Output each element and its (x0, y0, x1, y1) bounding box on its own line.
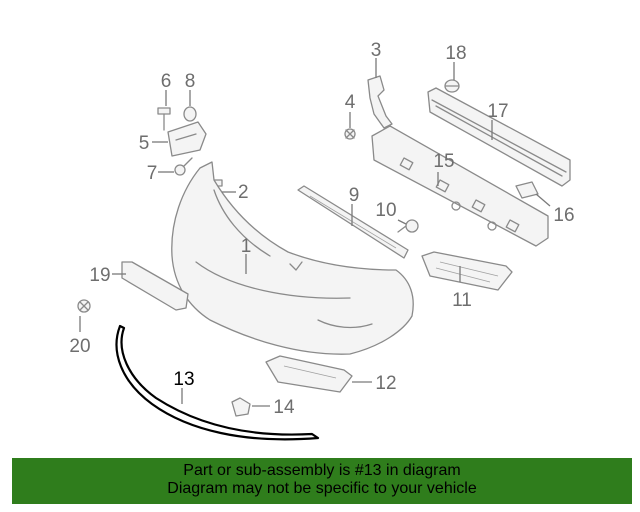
callout-15: 15 (433, 151, 454, 172)
part-3-side-bracket (367, 75, 393, 129)
callout-14: 14 (273, 397, 295, 418)
part-13-lower-spoiler (115, 324, 320, 441)
part-14-clip (231, 397, 251, 417)
callout-18: 18 (445, 43, 466, 64)
callout-8: 8 (185, 71, 196, 92)
part-15-energy-absorber (371, 125, 549, 247)
banner-line-2: Diagram may not be specific to your vehi… (167, 480, 477, 497)
callout-10: 10 (375, 200, 396, 221)
leader-16 (535, 193, 551, 207)
part-10-bolt (397, 219, 419, 233)
part-6-screw (157, 107, 171, 131)
leader-10 (397, 219, 407, 225)
callout-9: 9 (349, 185, 360, 206)
part-18-clip (444, 79, 460, 93)
callout-11: 11 (452, 290, 472, 311)
part-16-bracket (515, 181, 539, 199)
callout-2: 2 (238, 182, 249, 203)
part-11-grille-insert (421, 251, 513, 291)
part-20-screw (77, 299, 91, 313)
callout-12: 12 (375, 373, 396, 394)
callout-13: 13 (173, 369, 194, 390)
parts-diagram: 1 2 3 4 5 6 7 8 9 10 11 12 13 14 15 16 1… (69, 40, 575, 441)
callout-6: 6 (161, 71, 172, 92)
callout-1: 1 (241, 236, 252, 257)
part-1-bumper-cover (171, 161, 414, 355)
callout-20: 20 (69, 336, 90, 357)
part-12-fog-lamp-cover (265, 355, 353, 393)
leader-lines (79, 58, 551, 407)
callout-5: 5 (139, 133, 150, 154)
callout-labels: 1 2 3 4 5 6 7 8 9 10 11 12 13 14 15 16 1… (69, 40, 574, 418)
part-17-reinforcement-beam (427, 87, 571, 187)
callout-19: 19 (89, 265, 110, 286)
callout-7: 7 (147, 163, 158, 184)
callout-4: 4 (345, 92, 356, 113)
part-7-screw (174, 157, 193, 176)
part-19-license-bracket (121, 261, 189, 311)
callout-17: 17 (487, 101, 508, 122)
part-4-bolt (344, 128, 356, 140)
banner-line-1: Part or sub-assembly is #13 in diagram (183, 462, 461, 479)
part-8-nut (183, 106, 197, 122)
info-banner: Part or sub-assembly is #13 in diagram D… (12, 458, 632, 504)
part-5-bracket (167, 121, 207, 157)
callout-3: 3 (371, 40, 382, 61)
part-9-grille-strip (297, 185, 409, 259)
callout-16: 16 (553, 205, 574, 226)
